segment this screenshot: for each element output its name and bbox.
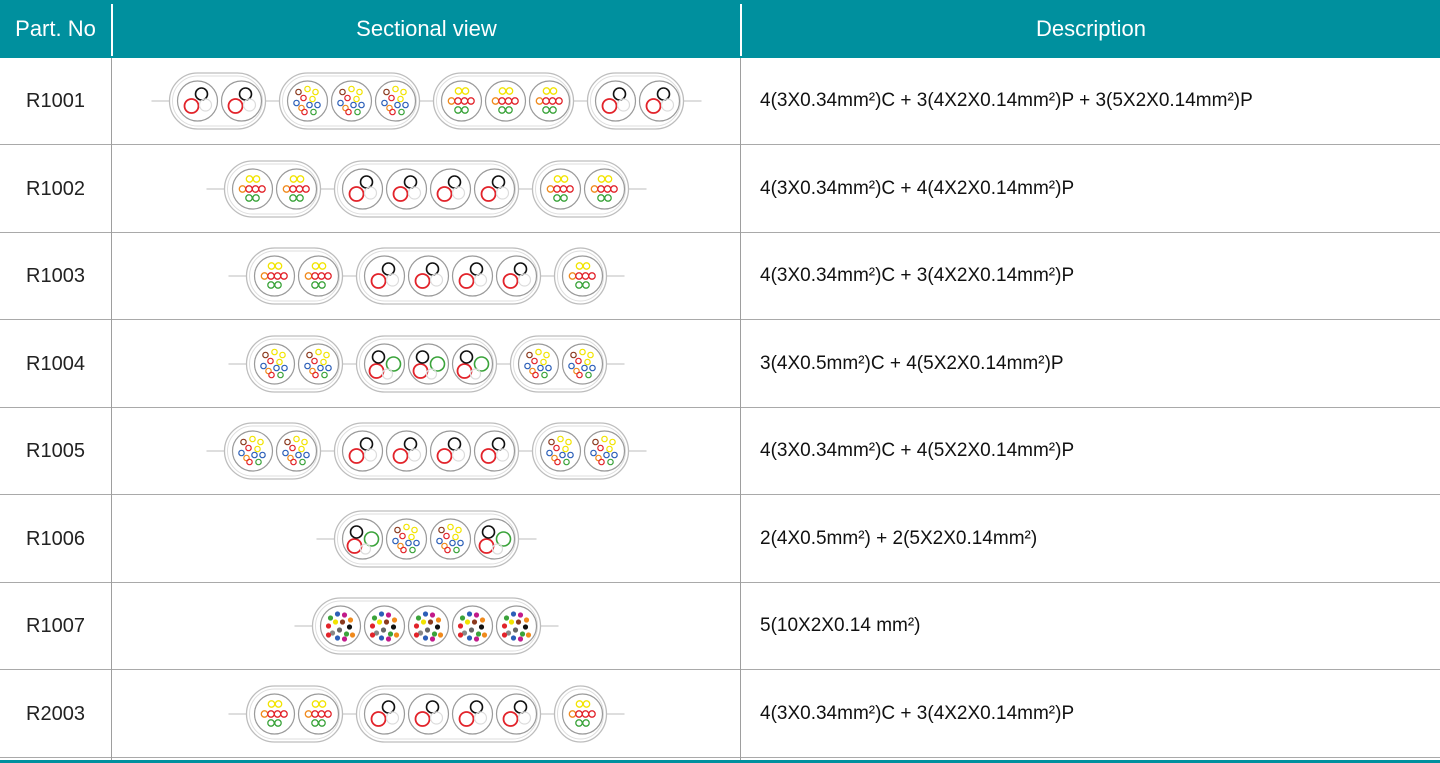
power-core-unit-icon [451,692,494,735]
power-core-unit-icon [176,80,219,122]
signal-pair-unit-icon [297,342,340,385]
signal-pair-unit-icon [275,167,318,210]
table-row: R1006 2(4X0.5mm²) + 2(5X2X0.14mm²) [0,496,1440,583]
flat-cable-cross-section-icon [113,321,740,407]
signal-pair-unit-icon [539,167,582,210]
power-core-unit-icon [473,167,516,210]
header-divider [740,4,742,56]
flat-cable-cross-section-icon [113,233,740,319]
signal-pair-unit-icon [561,255,604,297]
signal-pair-unit-icon [297,255,340,297]
power-core-unit-icon [385,430,428,472]
part-number-cell: R1003 [26,265,85,287]
signal-pair-unit-icon [253,692,296,735]
signal-pair-unit-icon [385,517,428,560]
table-row: R1003 4(3X0.34mm²)C + 3(4X2X0.14mm²)P [0,233,1440,320]
signal-pair-unit-icon [275,430,318,472]
signal-pair-unit-icon [561,692,604,735]
table-row: R1001 4(3X0.34mm²)C + 3(4X2X0.14mm²)P + 3… [0,58,1440,145]
table-row: R1007 5(10X2X0.14 mm²) [0,583,1440,670]
power-core-unit-icon [341,430,384,472]
signal-pair-unit-icon [495,605,538,647]
power-core-unit-icon [363,255,406,297]
signal-pair-unit-icon [528,80,571,122]
power-core-unit-icon [473,430,516,472]
description-cell: 5(10X2X0.14 mm²) [760,615,921,636]
power-core-unit-icon [363,342,406,385]
signal-pair-unit-icon [231,167,274,210]
signal-pair-unit-icon [440,80,483,122]
signal-pair-unit-icon [451,605,494,647]
part-number-cell: R1002 [26,177,85,200]
flat-cable-cross-section-icon [113,58,740,144]
part-number-cell: R1006 [26,527,85,550]
power-core-unit-icon [429,430,472,472]
description-cell: 2(4X0.5mm²) + 2(5X2X0.14mm²) [760,527,1038,549]
part-number-cell: R1001 [26,90,85,112]
header-divider [111,4,113,56]
signal-pair-unit-icon [253,342,296,385]
description-cell: 4(3X0.34mm²)C + 4(4X2X0.14mm²)P [760,177,1075,199]
part-number-cell: R1005 [26,440,85,462]
power-core-unit-icon [429,167,472,210]
table-row: R1002 4(3X0.34mm²)C + 4(4X2X0.14mm²)P [0,146,1440,233]
part-number-cell: R1007 [26,615,85,637]
power-core-unit-icon [473,517,516,560]
power-core-unit-icon [385,167,428,210]
column-divider [111,58,112,763]
signal-pair-unit-icon [374,80,417,122]
part-number-cell: R1004 [26,352,85,375]
power-core-unit-icon [407,342,450,385]
header-description: Description [1035,16,1147,41]
signal-pair-unit-icon [583,430,626,472]
description-cell: 4(3X0.34mm²)C + 4(5X2X0.14mm²)P [760,440,1075,461]
flat-cable-cross-section-icon [113,671,740,757]
signal-pair-unit-icon [330,80,373,122]
power-core-unit-icon [407,692,450,735]
part-number-cell: R2003 [26,702,85,725]
description-cell: 3(4X0.5mm²)C + 4(5X2X0.14mm²)P [760,352,1064,374]
header-part-no: Part. No [15,16,96,41]
power-core-unit-icon [451,255,494,297]
power-core-unit-icon [363,692,406,735]
table-header: Part. No Sectional view Description [0,0,1440,58]
signal-pair-unit-icon [429,517,472,560]
signal-pair-unit-icon [484,80,527,122]
power-core-unit-icon [638,80,681,122]
signal-pair-unit-icon [319,605,362,647]
power-core-unit-icon [220,80,263,122]
power-core-unit-icon [451,342,494,385]
header-sectional-view: Sectional view [356,16,497,41]
description-cell: 4(3X0.34mm²)C + 3(4X2X0.14mm²)P + 3(5X2X… [760,90,1253,111]
description-cell: 4(3X0.34mm²)C + 3(4X2X0.14mm²)P [760,702,1075,724]
signal-pair-unit-icon [363,605,406,647]
power-core-unit-icon [495,692,538,735]
power-core-unit-icon [594,80,637,122]
power-core-unit-icon [341,517,384,560]
signal-pair-unit-icon [407,605,450,647]
table-row: R1004 3(4X0.5mm²)C + 4(5X2X0.14mm²)P [0,321,1440,408]
power-core-unit-icon [407,255,450,297]
power-core-unit-icon [341,167,384,210]
flat-cable-cross-section-icon [113,583,740,669]
signal-pair-unit-icon [539,430,582,472]
signal-pair-unit-icon [297,692,340,735]
signal-pair-unit-icon [253,255,296,297]
signal-pair-unit-icon [583,167,626,210]
flat-cable-cross-section-icon [113,496,740,582]
flat-cable-cross-section-icon [113,146,740,232]
signal-pair-unit-icon [517,342,560,385]
flat-cable-cross-section-icon [113,408,740,494]
column-divider [740,58,741,763]
power-core-unit-icon [495,255,538,297]
signal-pair-unit-icon [231,430,274,472]
signal-pair-unit-icon [561,342,604,385]
table-row: R2003 4(3X0.34mm²)C + 3(4X2X0.14mm²)P [0,671,1440,758]
table-bottom-rule [0,760,1440,763]
description-cell: 4(3X0.34mm²)C + 3(4X2X0.14mm²)P [760,265,1075,286]
signal-pair-unit-icon [286,80,329,122]
table-row: R1005 4(3X0.34mm²)C + 4(5X2X0.14mm²)P [0,408,1440,495]
